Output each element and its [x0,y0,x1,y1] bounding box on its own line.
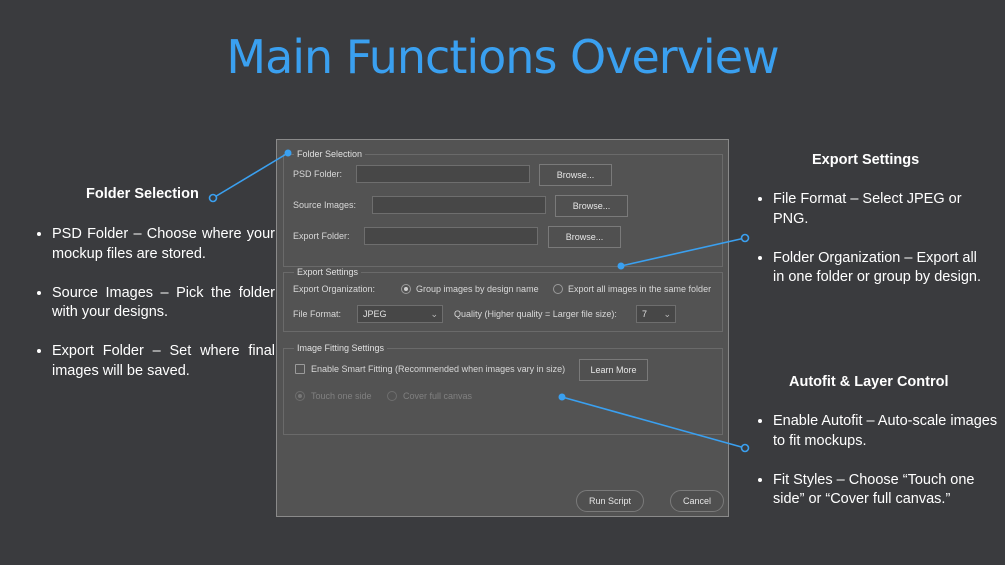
quality-select[interactable]: 7 ⌄ [636,305,676,323]
source-images-label: Source Images: [293,200,357,210]
group-title: Image Fitting Settings [294,343,388,353]
export-folder-label: Export Folder: [293,231,350,241]
source-browse-button[interactable]: Browse... [555,195,628,217]
file-format-value: JPEG [363,309,387,319]
cancel-button[interactable]: Cancel [670,490,724,512]
group-by-design-radio[interactable] [401,284,411,294]
cover-full-canvas-label: Cover full canvas [403,391,473,401]
same-folder-radio[interactable] [553,284,563,294]
list-item: Enable Autofit – Auto-scale images to fi… [773,412,1005,451]
export-settings-group: Export Settings Export Organization: Gro… [283,267,723,332]
script-dialog: Folder Selection PSD Folder: Browse... S… [276,139,729,517]
run-script-button[interactable]: Run Script [576,490,644,512]
autofit-connector [558,393,750,453]
group-by-design-label: Group images by design name [416,284,539,294]
group-title: Folder Selection [294,149,366,159]
psd-folder-label: PSD Folder: [293,169,343,179]
psd-browse-button[interactable]: Browse... [539,164,612,186]
same-folder-label: Export all images in the same folder [568,284,712,294]
learn-more-button[interactable]: Learn More [579,359,648,381]
file-format-select[interactable]: JPEG ⌄ [357,305,443,323]
list-item: File Format – Select JPEG or PNG. [773,190,991,229]
image-fitting-group: Image Fitting Settings Enable Smart Fitt… [283,343,723,435]
psd-folder-input[interactable] [356,165,530,183]
export-folder-input[interactable] [364,227,538,245]
smart-fitting-label: Enable Smart Fitting (Recommended when i… [311,364,566,374]
chevron-down-icon: ⌄ [430,309,438,319]
cover-full-canvas-radio[interactable] [387,391,397,401]
folder-selection-list: PSD Folder – Choose where your mockup fi… [32,225,275,401]
export-settings-heading: Export Settings [812,152,920,168]
list-item: Fit Styles – Choose “Touch one side” or … [773,471,1005,510]
touch-one-side-radio[interactable] [295,391,305,401]
touch-one-side-label: Touch one side [311,391,372,401]
page-title: Main Functions Overview [226,30,779,84]
smart-fitting-checkbox[interactable] [295,364,305,374]
export-connector [617,233,750,270]
list-item: Folder Organization – Export all in one … [773,249,991,288]
quality-value: 7 [642,309,648,319]
folder-selection-heading: Folder Selection [86,186,199,202]
list-item: Source Images – Pick the folder with you… [52,284,275,323]
autofit-list: Enable Autofit – Auto-scale images to fi… [753,412,1005,529]
chevron-down-icon: ⌄ [663,309,671,319]
folder-connector [208,149,292,203]
list-item: PSD Folder – Choose where your mockup fi… [52,225,275,264]
source-images-input[interactable] [372,196,546,214]
export-settings-list: File Format – Select JPEG or PNG. Folder… [753,190,991,307]
export-organization-label: Export Organization: [293,284,376,294]
group-title: Export Settings [294,267,362,277]
export-browse-button[interactable]: Browse... [548,226,621,248]
folder-selection-group: Folder Selection PSD Folder: Browse... S… [283,149,723,267]
quality-label: Quality (Higher quality = Larger file si… [454,309,617,319]
autofit-heading: Autofit & Layer Control [789,374,949,390]
list-item: Export Folder – Set where final images w… [52,342,275,381]
file-format-label: File Format: [293,309,342,319]
